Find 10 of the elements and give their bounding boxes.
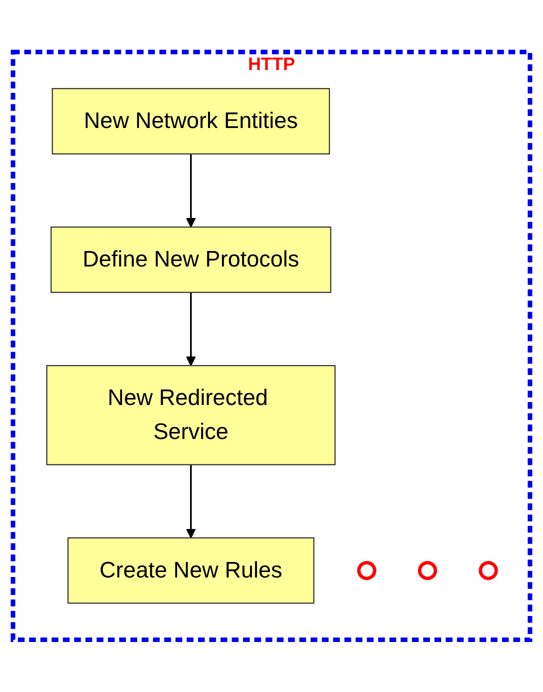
node-circle: [357, 561, 376, 580]
arrow: [186, 464, 196, 538]
node-box: [50, 226, 332, 294]
node-box: [67, 537, 314, 604]
arrow: [186, 292, 196, 366]
node-circle: [478, 561, 498, 580]
node-circle: [418, 561, 438, 580]
arrow: [186, 154, 196, 228]
node-box: [46, 365, 336, 466]
node-box: [52, 88, 330, 155]
